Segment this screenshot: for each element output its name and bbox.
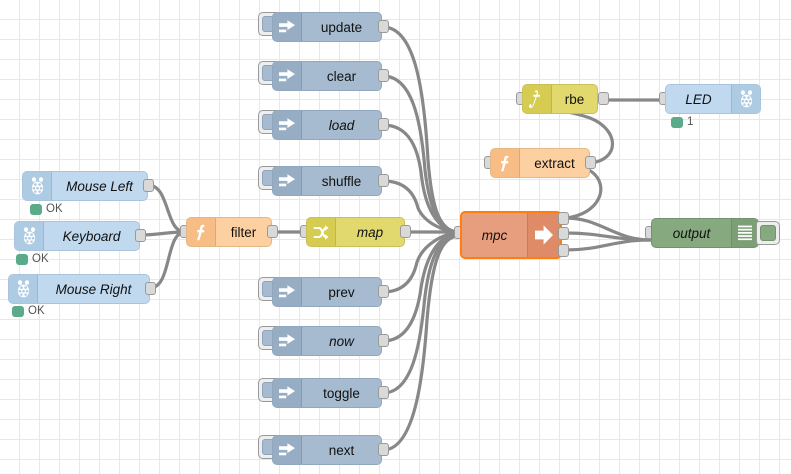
- output-port[interactable]: [378, 118, 389, 131]
- node-label: rbe: [564, 91, 585, 107]
- status-led: 1: [671, 116, 693, 128]
- node-label: Keyboard: [62, 228, 121, 244]
- node-led[interactable]: LED: [665, 84, 761, 114]
- node-extract[interactable]: extract: [490, 148, 590, 178]
- output-port[interactable]: [585, 156, 596, 169]
- node-mouse-right[interactable]: Mouse Right: [8, 274, 150, 304]
- output-port[interactable]: [145, 282, 156, 295]
- node-label: Mouse Right: [55, 281, 132, 297]
- status-text: OK: [46, 203, 63, 215]
- node-inject-update[interactable]: update: [272, 12, 382, 42]
- switch-icon: [307, 218, 336, 246]
- node-label: update: [320, 19, 363, 35]
- status-keyboard: OK: [16, 253, 49, 265]
- node-label: extract: [534, 155, 575, 171]
- output-port[interactable]: [378, 174, 389, 187]
- inject-arrow-icon: [273, 436, 302, 464]
- status-mouse-left: OK: [30, 203, 63, 215]
- raspberry-pi-icon: [15, 222, 44, 250]
- node-filter[interactable]: filter: [186, 217, 272, 247]
- node-label: now: [329, 333, 354, 349]
- node-label: prev: [328, 284, 355, 300]
- node-keyboard[interactable]: Keyboard: [14, 221, 140, 251]
- node-label: LED: [685, 91, 712, 107]
- node-label: output: [672, 225, 711, 241]
- output-port[interactable]: [378, 69, 389, 82]
- node-label: load: [328, 117, 355, 133]
- raspberry-pi-icon: [9, 275, 38, 303]
- node-label: Mouse Left: [66, 178, 133, 194]
- output-port[interactable]: [378, 334, 389, 347]
- function-icon: [187, 218, 216, 246]
- output-port[interactable]: [598, 92, 609, 105]
- status-dot-icon: [16, 253, 28, 265]
- status-dot-icon: [671, 116, 683, 128]
- node-inject-load[interactable]: load: [272, 110, 382, 140]
- output-port[interactable]: [267, 225, 278, 238]
- inject-arrow-icon: [273, 62, 302, 90]
- node-label: toggle: [323, 385, 360, 401]
- right-arrow-icon: [527, 213, 560, 257]
- node-label: shuffle: [321, 173, 362, 189]
- node-inject-now[interactable]: now: [272, 326, 382, 356]
- inject-arrow-icon: [273, 13, 302, 41]
- node-inject-toggle[interactable]: toggle: [272, 378, 382, 408]
- output-port[interactable]: [135, 229, 146, 242]
- node-mouse-left[interactable]: Mouse Left: [22, 171, 148, 201]
- function-icon: [491, 149, 520, 177]
- output-port[interactable]: [378, 285, 389, 298]
- output-port[interactable]: [378, 386, 389, 399]
- output-port[interactable]: [143, 179, 154, 192]
- node-rbe[interactable]: rbe: [522, 84, 598, 114]
- raspberry-pi-icon: [23, 172, 52, 200]
- node-inject-prev[interactable]: prev: [272, 277, 382, 307]
- debug-toggle-button[interactable]: [756, 221, 780, 245]
- status-text: OK: [28, 305, 45, 317]
- inject-arrow-icon: [273, 278, 302, 306]
- node-label: filter: [230, 224, 257, 240]
- inject-arrow-icon: [273, 167, 302, 195]
- raspberry-pi-icon: [731, 85, 760, 113]
- output-port-1[interactable]: [558, 212, 569, 225]
- inject-arrow-icon: [273, 111, 302, 139]
- node-label: next: [328, 442, 355, 458]
- status-text: OK: [32, 253, 49, 265]
- step-function-icon: [523, 85, 552, 113]
- node-inject-next[interactable]: next: [272, 435, 382, 465]
- output-port-2[interactable]: [558, 227, 569, 240]
- inject-arrow-icon: [273, 327, 302, 355]
- debug-toggle-glyph: [760, 225, 776, 241]
- node-label: map: [356, 224, 384, 240]
- output-port-3[interactable]: [558, 244, 569, 257]
- inject-arrow-icon: [273, 379, 302, 407]
- status-dot-icon: [12, 305, 24, 317]
- node-inject-clear[interactable]: clear: [272, 61, 382, 91]
- node-map[interactable]: map: [306, 217, 405, 247]
- output-port[interactable]: [378, 20, 389, 33]
- node-output-debug[interactable]: output: [651, 218, 759, 248]
- status-mouse-right: OK: [12, 305, 45, 317]
- status-dot-icon: [30, 203, 42, 215]
- node-label: mpc: [481, 227, 508, 243]
- debug-lines-icon: [731, 219, 758, 247]
- status-text: 1: [687, 116, 694, 128]
- output-port[interactable]: [378, 443, 389, 456]
- node-mpc[interactable]: mpc: [460, 211, 562, 259]
- output-port[interactable]: [400, 225, 411, 238]
- node-inject-shuffle[interactable]: shuffle: [272, 166, 382, 196]
- node-label: clear: [326, 68, 357, 84]
